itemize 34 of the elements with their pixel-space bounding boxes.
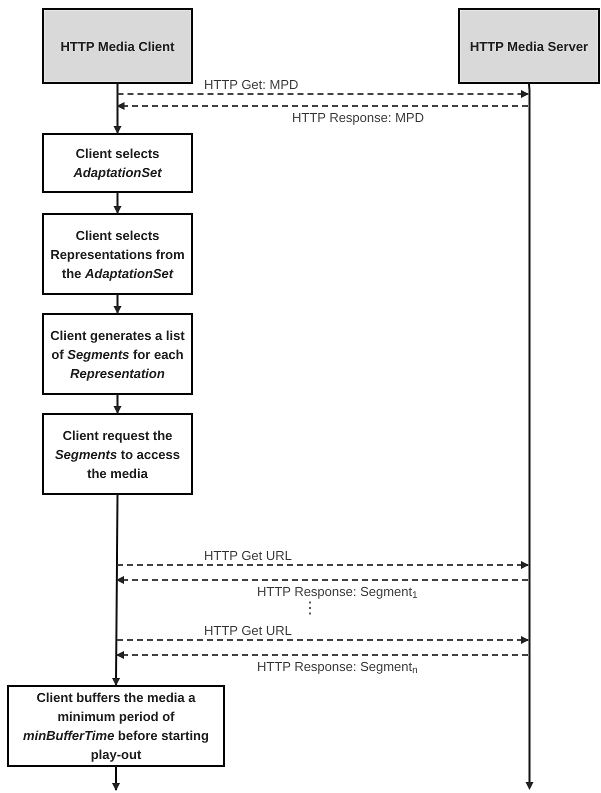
lifeline-arrow [112,495,120,686]
edge-label: HTTP Response: MPD [290,110,426,125]
box-text: HTTP Media Server [470,38,588,56]
message-arrow [116,576,528,584]
lifeline-arrow [114,395,122,414]
edge-label: HTTP Response: Segment$_{n}$ [255,659,420,674]
process-box [7,685,225,767]
box-text: Client generates a list of Segments for each Representation [49,326,186,382]
box-text: Client selects Representations from the AdaptationSet [49,226,186,282]
participant-box [458,8,600,84]
process-box [42,413,193,495]
edge-label: HTTP Get URL [202,623,294,638]
message-arrow [116,651,528,659]
participant-box [42,8,193,84]
server-lifeline [524,90,535,790]
lifeline-arrow [114,193,122,214]
process-box [42,213,193,295]
edge-label: HTTP Response: Segment$_{1}$ [255,584,420,599]
message-arrow [117,636,529,644]
lifeline-arrow [114,84,122,134]
message-arrow [116,102,528,110]
box-text: HTTP Media Client [60,38,174,56]
message-arrow [117,561,529,569]
message-arrow [118,90,529,98]
process-box [42,313,193,395]
box-text: Client buffers the media a minimum period of minBufferTime before starting play-out [22,689,210,764]
ellipsis-dots: ⋮ [302,600,318,618]
lifeline-arrow [114,295,122,314]
edge-label: HTTP Get: MPD [202,77,300,92]
box-text: Client selects AdaptationSet [72,145,163,182]
box-text: Client request the Segments to access the media [54,426,181,482]
process-box [42,133,193,193]
edge-label: HTTP Get URL [202,548,294,563]
lifeline-arrow [112,767,120,791]
